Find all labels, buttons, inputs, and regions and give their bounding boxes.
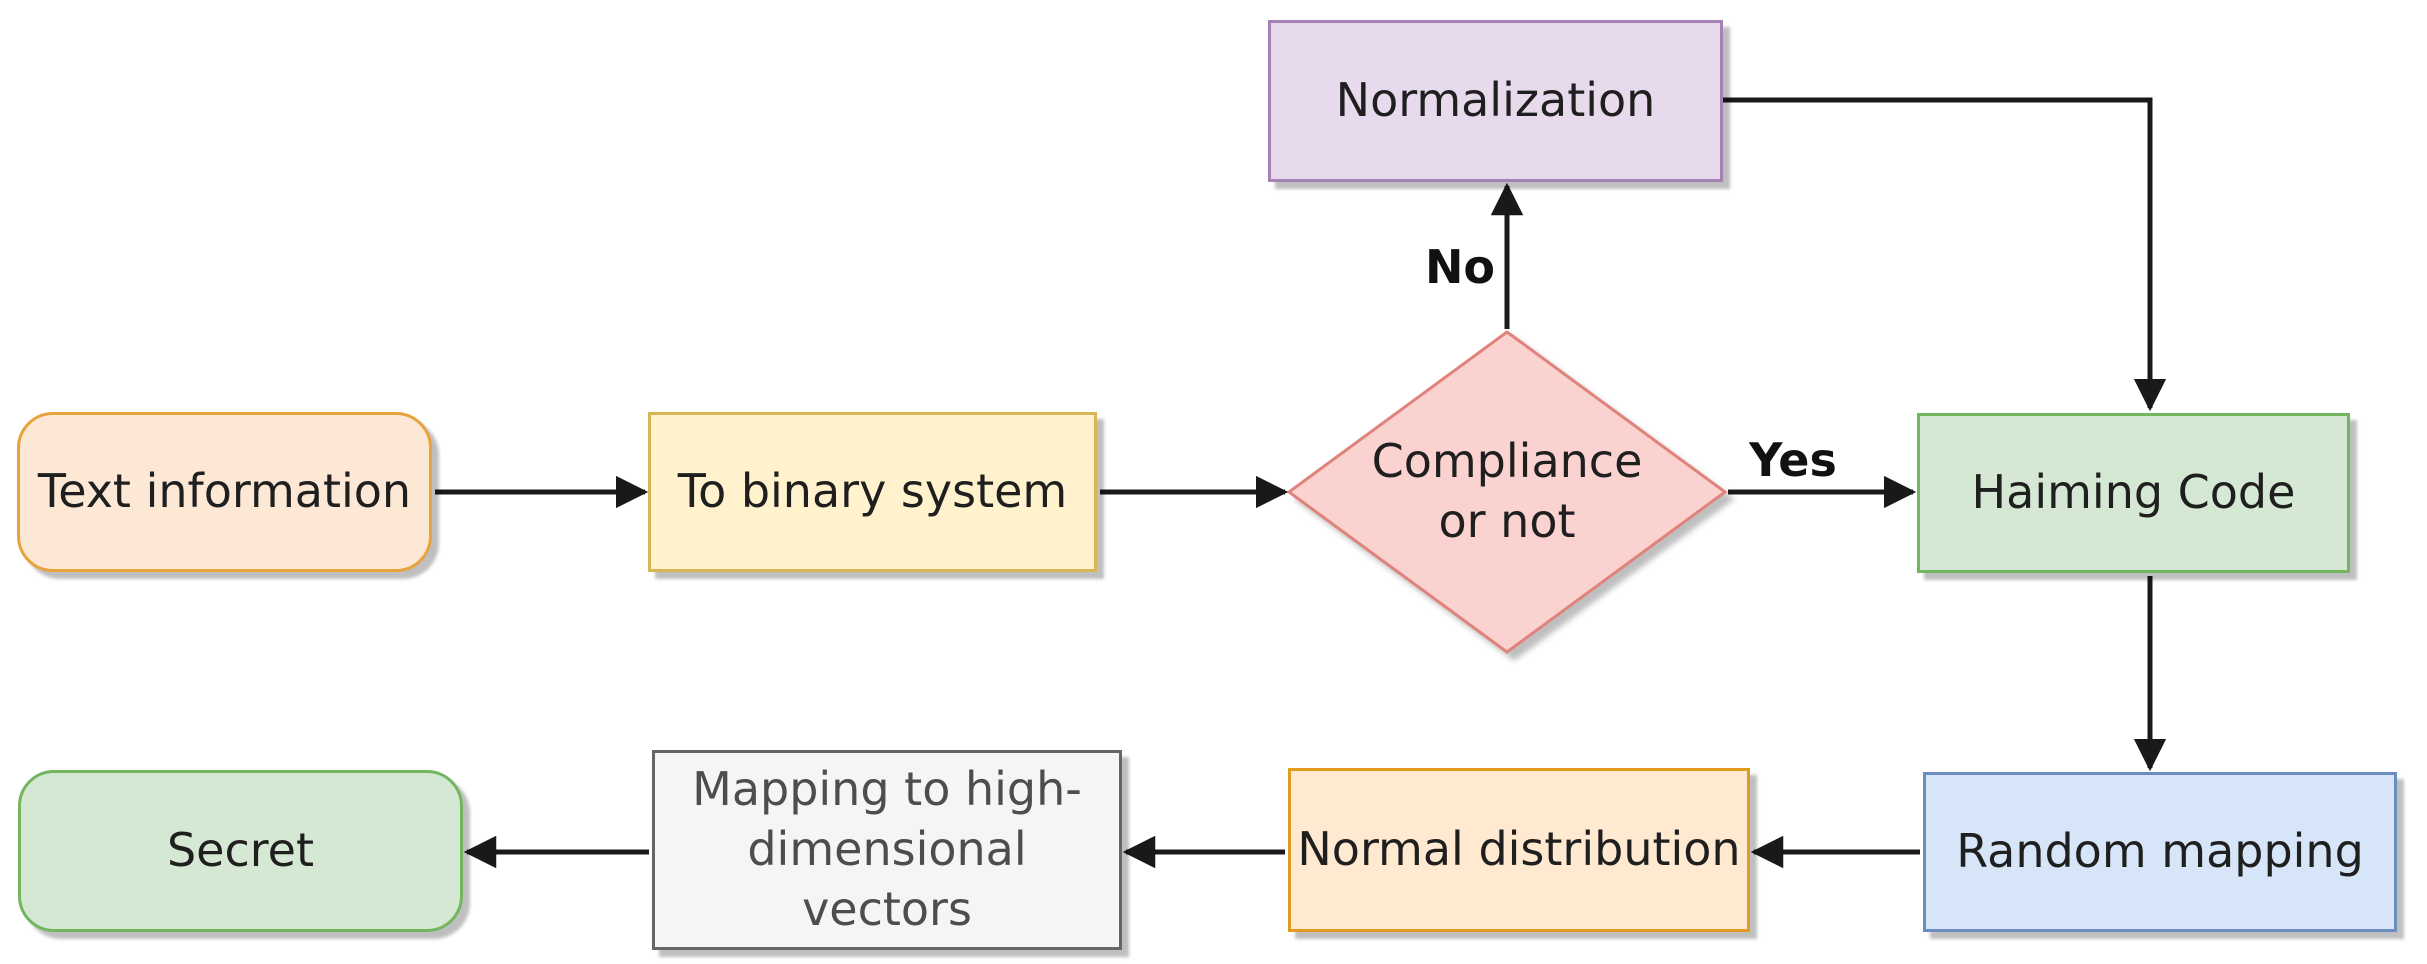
node-haiming-code: Haiming Code: [1917, 413, 2350, 573]
node-to-binary-system: To binary system: [648, 412, 1097, 572]
compliance-diamond-shape: [1286, 330, 1728, 654]
node-normalization: Normalization: [1268, 20, 1723, 182]
node-compliance-or-not: Compliance or not: [1357, 400, 1657, 584]
node-normalization-label: Normalization: [1335, 73, 1656, 128]
node-mapping-to-high-dimensional-vectors-label: Mapping to high-dimensional vectors: [692, 762, 1082, 936]
edge-label-yes: Yes: [1749, 433, 1837, 487]
node-to-binary-system-label: To binary system: [677, 464, 1068, 519]
node-secret-label: Secret: [166, 823, 315, 878]
node-random-mapping: Random mapping: [1923, 772, 2397, 932]
node-random-mapping-label: Random mapping: [1956, 824, 2364, 879]
node-haiming-code-label: Haiming Code: [1971, 465, 2296, 520]
node-normal-distribution: Normal distribution: [1288, 768, 1750, 932]
node-secret: Secret: [18, 770, 463, 932]
node-compliance-or-not-label: Compliance or not: [1371, 434, 1643, 548]
node-text-information-label: Text information: [37, 464, 412, 519]
node-text-information: Text information: [17, 412, 432, 572]
edge-label-no: No: [1424, 240, 1496, 294]
node-mapping-to-high-dimensional-vectors: Mapping to high-dimensional vectors: [652, 750, 1122, 950]
node-normal-distribution-label: Normal distribution: [1297, 822, 1741, 877]
edge-normalization-to-haiming: [1723, 97, 2167, 412]
